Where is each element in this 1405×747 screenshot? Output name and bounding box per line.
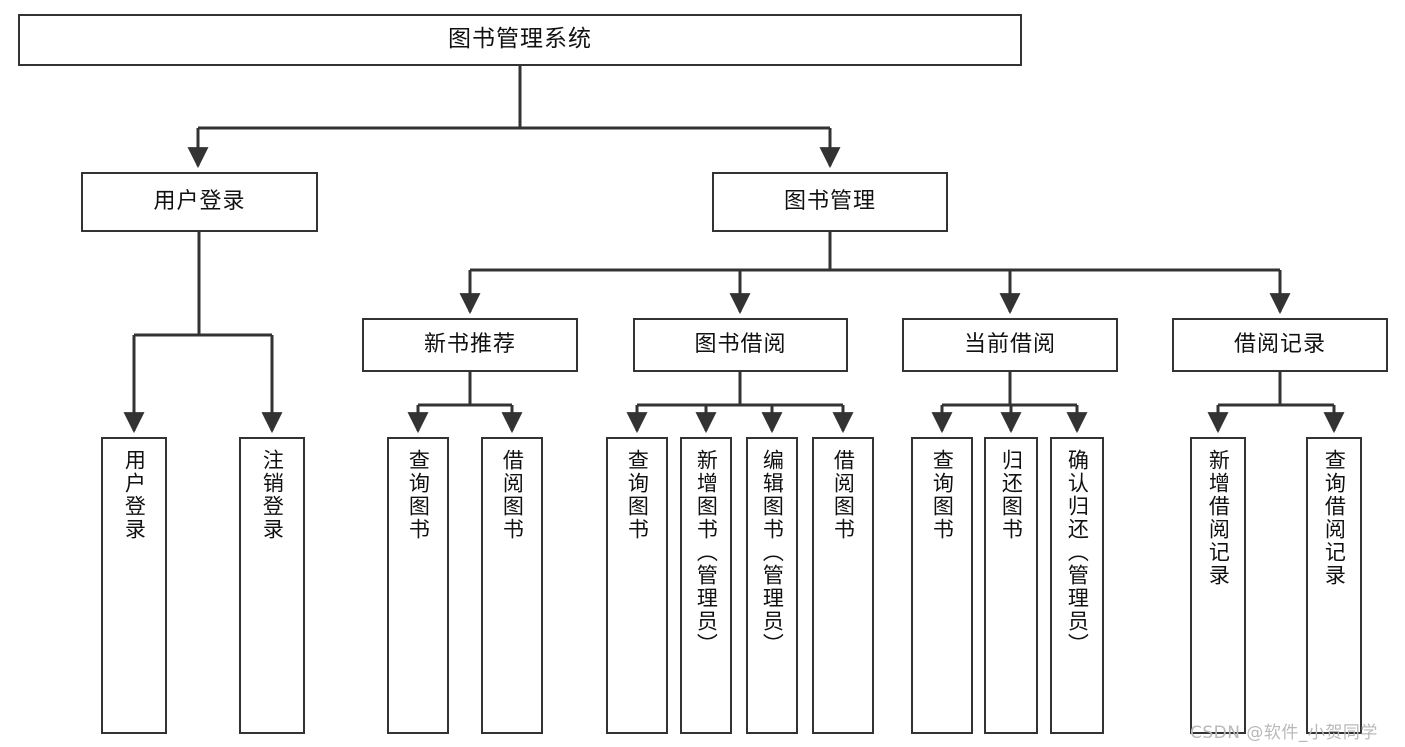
node-label: 新增借阅记录 [1206, 449, 1231, 587]
csdn-watermark: CSDN @软件_小贺同学 [1190, 723, 1378, 743]
leaf-borrow-books-new[interactable]: 借阅图书 [481, 437, 543, 734]
leaf-query-books-new[interactable]: 查询图书 [387, 437, 449, 734]
node-label: 新增图书（管理员） [694, 449, 719, 656]
node-label: 当前借阅 [963, 331, 1056, 357]
leaf-add-borrow-record[interactable]: 新增借阅记录 [1190, 437, 1246, 734]
node-current-borrowing[interactable]: 当前借阅 [902, 318, 1118, 372]
leaf-user-login[interactable]: 用户登录 [101, 437, 167, 734]
leaf-query-borrow-record[interactable]: 查询借阅记录 [1306, 437, 1362, 734]
node-label: 用户登录 [153, 188, 246, 214]
leaf-query-books-borrow[interactable]: 查询图书 [606, 437, 668, 734]
node-book-borrowing[interactable]: 图书借阅 [633, 318, 848, 372]
node-label: 借阅图书 [500, 449, 525, 541]
node-label: 归还图书 [999, 449, 1024, 541]
node-label: 新书推荐 [423, 331, 516, 357]
leaf-edit-book-admin[interactable]: 编辑图书（管理员） [746, 437, 798, 734]
leaf-confirm-return-admin[interactable]: 确认归还（管理员） [1050, 437, 1104, 734]
node-label: 借阅记录 [1233, 331, 1326, 357]
node-label: 查询图书 [930, 449, 955, 541]
node-label: 图书管理系统 [448, 26, 592, 53]
leaf-query-books-current[interactable]: 查询图书 [911, 437, 973, 734]
node-label: 注销登录 [260, 449, 285, 541]
node-label: 图书借阅 [694, 331, 787, 357]
leaf-return-books[interactable]: 归还图书 [984, 437, 1038, 734]
node-label: 查询图书 [406, 449, 431, 541]
node-label: 确认归还（管理员） [1065, 449, 1090, 656]
node-root-book-management-system[interactable]: 图书管理系统 [18, 14, 1022, 66]
node-label: 借阅图书 [831, 449, 856, 541]
leaf-add-book-admin[interactable]: 新增图书（管理员） [680, 437, 732, 734]
node-label: 编辑图书（管理员） [760, 449, 785, 656]
node-label: 用户登录 [122, 449, 147, 541]
node-label: 查询图书 [625, 449, 650, 541]
node-borrowing-records[interactable]: 借阅记录 [1172, 318, 1388, 372]
node-user-login[interactable]: 用户登录 [81, 172, 318, 232]
node-label: 查询借阅记录 [1322, 449, 1347, 587]
node-book-management[interactable]: 图书管理 [712, 172, 948, 232]
node-label: 图书管理 [783, 188, 876, 214]
leaf-user-logout[interactable]: 注销登录 [239, 437, 305, 734]
leaf-borrow-books[interactable]: 借阅图书 [812, 437, 874, 734]
node-new-book-recommendation[interactable]: 新书推荐 [362, 318, 578, 372]
